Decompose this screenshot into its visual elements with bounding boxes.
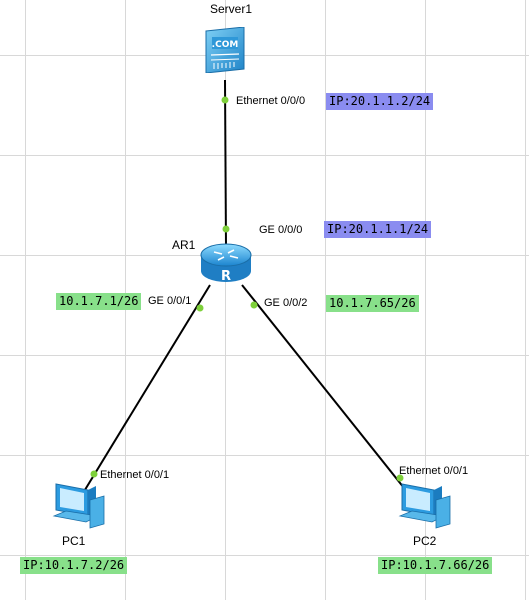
server-name: Server1 <box>210 2 253 16</box>
pc1-name: PC1 <box>62 534 86 548</box>
pc2-name: PC2 <box>413 534 437 548</box>
ip-tag-pc1: IP:10.1.7.2/26 <box>20 557 128 574</box>
pc1-icon[interactable] <box>50 480 108 535</box>
port-label-ar1-ge001: GE 0/0/1 <box>148 295 192 307</box>
port-label-ar1-ge002: GE 0/0/2 <box>264 297 308 309</box>
ip-tag-ar1-ge002: 10.1.7.65/26 <box>326 295 419 312</box>
pc2-icon[interactable] <box>396 480 454 535</box>
router-glyph: R <box>221 269 231 284</box>
ip-tag-server: IP:20.1.1.2/24 <box>326 93 434 110</box>
link-ar1-pc1 <box>79 284 211 499</box>
server-icon[interactable]: .COM <box>204 26 246 78</box>
port-label-ar1-ge000: GE 0/0/0 <box>259 224 303 236</box>
router-icon[interactable]: R <box>198 241 254 292</box>
port-dot-server-eth <box>221 96 229 104</box>
port-dot-pc2-eth <box>396 474 404 482</box>
port-dot-ar1-ge001 <box>196 304 204 312</box>
port-dot-pc1-eth <box>90 470 98 478</box>
port-dot-ar1-ge000 <box>222 225 230 233</box>
port-label-server-eth: Ethernet 0/0/0 <box>236 95 306 107</box>
link-ar1-pc2 <box>241 284 413 499</box>
port-label-pc1-eth: Ethernet 0/0/1 <box>100 469 170 481</box>
ip-tag-ar1-ge001: 10.1.7.1/26 <box>56 293 142 310</box>
link-server-ar1 <box>224 79 227 249</box>
router-name: AR1 <box>172 238 196 252</box>
ip-tag-ar1-ge000: IP:20.1.1.1/24 <box>324 221 432 238</box>
port-label-pc2-eth: Ethernet 0/0/1 <box>399 465 469 477</box>
ip-tag-pc2: IP:10.1.7.66/26 <box>378 557 493 574</box>
port-dot-ar1-ge002 <box>250 301 258 309</box>
server-screen-text: .COM <box>212 40 239 50</box>
